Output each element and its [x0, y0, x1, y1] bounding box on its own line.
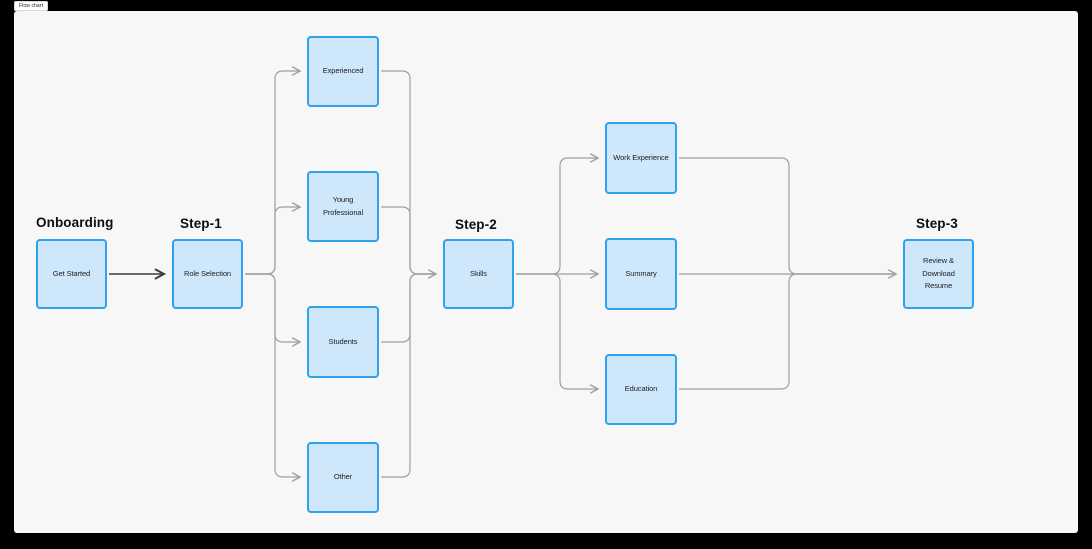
flow-node-education[interactable]: Education: [605, 354, 677, 425]
canvas-tab[interactable]: Flow chart: [14, 1, 49, 11]
flow-node-summary[interactable]: Summary: [605, 238, 677, 310]
heading-step-1[interactable]: Step-1: [180, 216, 222, 231]
heading-step-3[interactable]: Step-3: [916, 216, 958, 231]
flow-node-get-started[interactable]: Get Started: [36, 239, 107, 309]
flow-node-skills[interactable]: Skills: [443, 239, 514, 309]
flow-node-role-selection[interactable]: Role Selection: [172, 239, 243, 309]
heading-step-2[interactable]: Step-2: [455, 217, 497, 232]
canvas-tab-label: Flow chart: [19, 3, 44, 9]
flow-node-work-experience[interactable]: Work Experience: [605, 122, 677, 194]
flow-node-students[interactable]: Students: [307, 306, 379, 378]
flow-node-young-professional[interactable]: Young Professional: [307, 171, 379, 242]
flow-node-other[interactable]: Other: [307, 442, 379, 513]
flow-node-review-download-resume[interactable]: Review & Download Resume: [903, 239, 974, 309]
flow-node-experienced[interactable]: Experienced: [307, 36, 379, 107]
heading-onboarding[interactable]: Onboarding: [36, 215, 114, 230]
